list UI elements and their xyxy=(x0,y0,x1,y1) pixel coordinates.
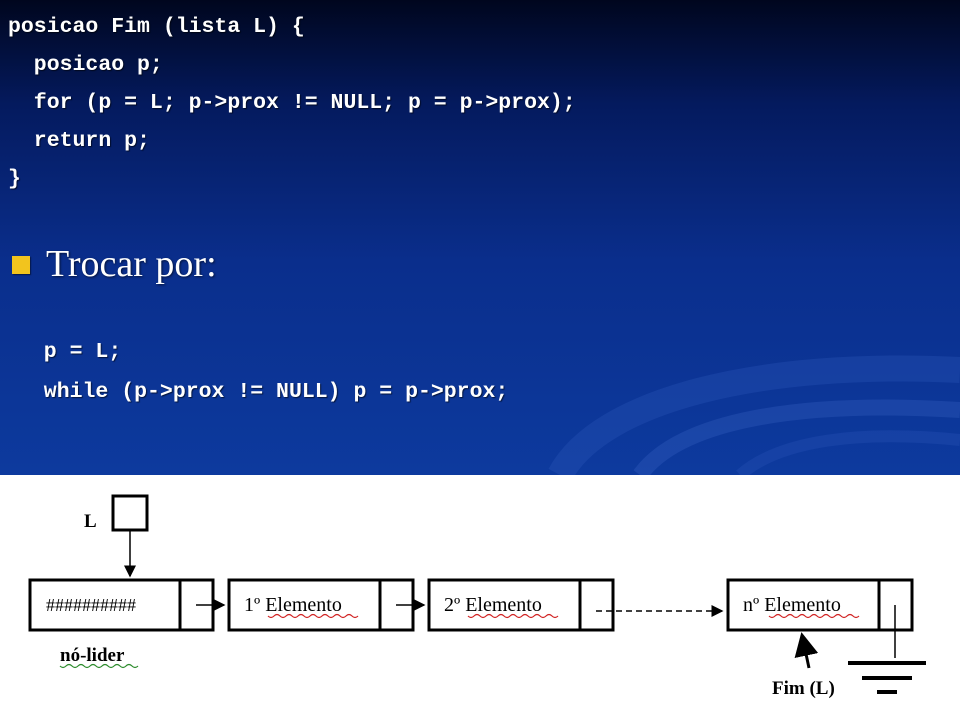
linked-list-diagram: L ########## nó-lider 1º Elemento 2º Ele… xyxy=(28,494,926,699)
bullet-text: Trocar por: xyxy=(46,243,217,285)
node-2-next xyxy=(578,578,615,632)
decorative-swirl xyxy=(548,355,960,475)
code-block-function: posicao Fim (lista L) { posicao p; for (… xyxy=(8,8,576,198)
node-2-underline xyxy=(467,613,559,619)
leader-content: ########## xyxy=(46,595,136,615)
code-line: posicao Fim (lista L) { xyxy=(8,15,305,39)
slide-background: posicao Fim (lista L) { posicao p; for (… xyxy=(0,0,960,475)
node-1-label: 1º Elemento xyxy=(244,594,342,616)
leader-label-underline xyxy=(59,663,139,669)
end-pointer-arrow xyxy=(794,632,819,669)
square-bullet-icon xyxy=(12,256,30,274)
node-1-underline xyxy=(267,613,359,619)
code-block-replacement: p = L; while (p->prox != NULL) p = p->pr… xyxy=(18,332,508,412)
node-n-underline xyxy=(768,613,860,619)
end-label: Fim (L) xyxy=(772,678,835,699)
code-line: while (p->prox != NULL) p = p->prox; xyxy=(18,380,509,404)
code-line: for (p = L; p->prox != NULL; p = p->prox… xyxy=(8,91,576,115)
code-line: posicao p; xyxy=(8,53,163,77)
code-line: return p; xyxy=(8,129,150,153)
code-line: } xyxy=(8,167,21,191)
node-n-label: nº Elemento xyxy=(743,594,841,616)
bullet-item: Trocar por: xyxy=(12,242,217,286)
leader-label: nó-lider xyxy=(60,645,125,666)
code-line: p = L; xyxy=(18,340,122,364)
pointer-label: L xyxy=(84,511,97,532)
pointer-box xyxy=(111,494,149,532)
node-2-label: 2º Elemento xyxy=(444,594,542,616)
